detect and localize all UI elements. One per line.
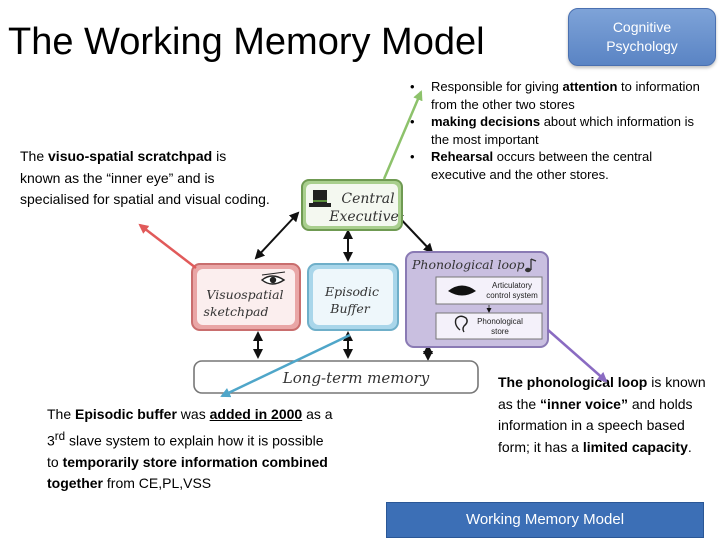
- articulatory-label-1: Articulatory: [492, 281, 532, 290]
- ce-note-1: Responsible for giving attention to info…: [410, 78, 710, 113]
- phonological-loop-note: The phonological loop is known as the “i…: [498, 374, 706, 455]
- music-note-icon: [525, 258, 537, 273]
- central-executive-notes: Responsible for giving attention to info…: [410, 78, 710, 183]
- episodic-buffer-box: Episodic Buffer: [307, 263, 399, 331]
- visuospatial-note: The visuo-spatial scratchpad is known as…: [20, 148, 270, 207]
- vss-label-2: sketchpad: [204, 304, 269, 319]
- ear-icon: [454, 315, 468, 333]
- subject-badge: Cognitive Psychology: [568, 8, 716, 66]
- store-label-2: store: [491, 327, 509, 336]
- eye-icon: [260, 271, 286, 285]
- badge-line-1: Cognitive: [612, 19, 672, 35]
- lips-icon: [448, 285, 476, 296]
- pointer-red: [138, 223, 197, 269]
- pointer-purple: [547, 329, 608, 383]
- ltm-label: Long-term memory: [282, 369, 430, 387]
- eb-label-1: Episodic: [324, 284, 379, 299]
- ce-label-1: Central: [341, 191, 394, 207]
- episodic-buffer-note: The Episodic buffer was added in 2000 as…: [47, 406, 333, 492]
- eb-label-2: Buffer: [329, 301, 370, 316]
- ce-note-3: Rehearsal occurs between the central exe…: [410, 148, 710, 183]
- long-term-memory-box: Long-term memory: [193, 360, 479, 394]
- page-title: The Working Memory Model: [8, 21, 485, 63]
- ce-label-2: Executive: [328, 209, 399, 225]
- pointer-green: [382, 90, 423, 180]
- store-label-1: Phonological: [477, 317, 523, 326]
- vss-label-1: Visuospatial: [206, 287, 283, 302]
- visuospatial-box: Visuospatial sketchpad: [191, 263, 301, 331]
- pointer-blue: [220, 333, 351, 398]
- badge-line-2: Psychology: [606, 38, 678, 54]
- arrow-ce-vss: [254, 211, 300, 260]
- phonological-loop-box: Phonological loop Articulatory control s…: [405, 251, 549, 348]
- top-hat-icon: [309, 190, 331, 207]
- pl-label: Phonological loop: [411, 257, 525, 272]
- ce-note-2: making decisions about which information…: [410, 113, 710, 148]
- articulatory-label-2: control system: [486, 291, 538, 300]
- footer-banner: Working Memory Model: [386, 502, 704, 538]
- central-executive-box: Central Executive: [301, 179, 403, 231]
